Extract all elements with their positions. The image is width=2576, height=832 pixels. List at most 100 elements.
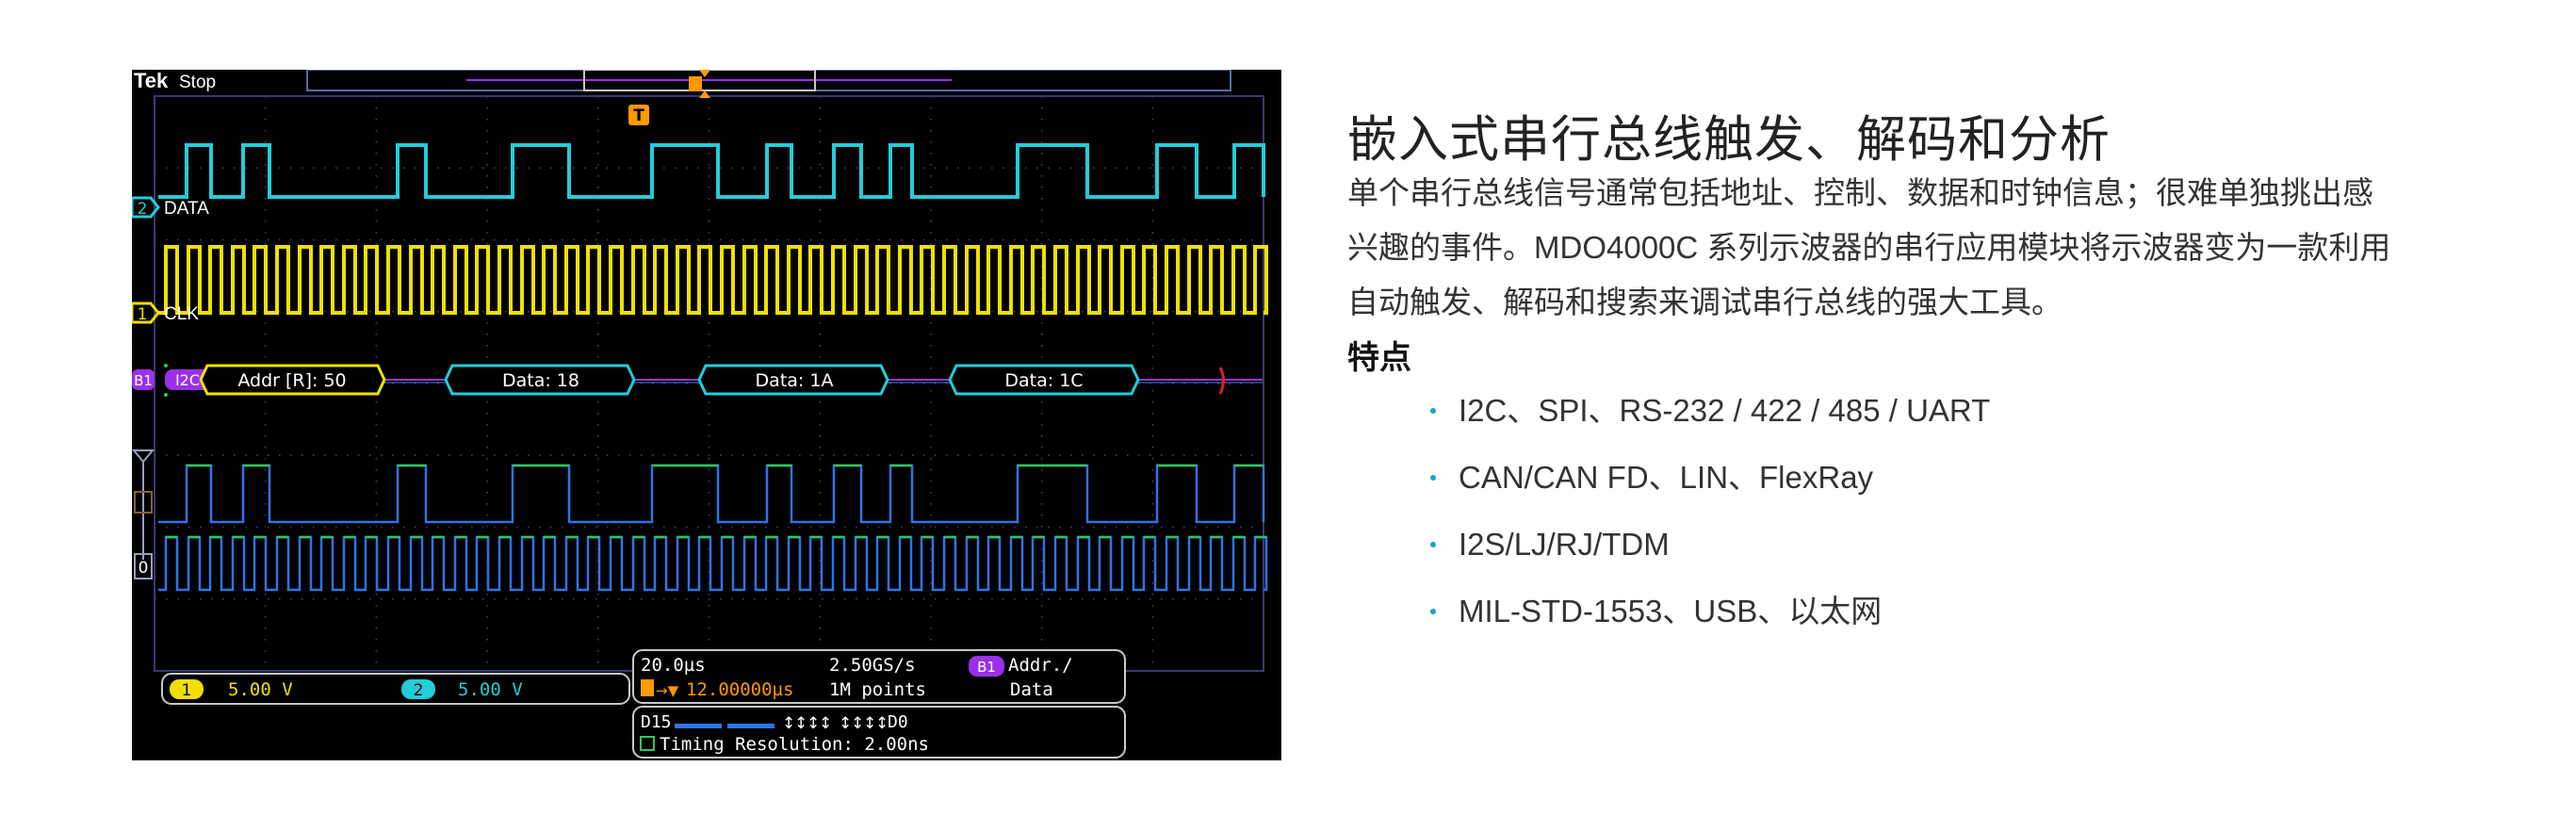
decode-packet-data-3[interactable] bbox=[948, 364, 1140, 396]
grid-dot bbox=[1127, 310, 1129, 313]
ch1-marker[interactable] bbox=[132, 302, 160, 324]
grid-dot bbox=[1149, 454, 1151, 457]
grid-dot bbox=[663, 597, 665, 600]
feature-item: MIL-STD-1553、USB、以太网 bbox=[1430, 583, 1990, 650]
grid-dot bbox=[1172, 597, 1174, 600]
grid-dot bbox=[486, 628, 488, 629]
grid-dot bbox=[597, 661, 599, 663]
record-trigger-marker-bottom bbox=[699, 90, 710, 98]
grid-dot bbox=[375, 435, 378, 437]
grid-dot bbox=[930, 141, 932, 143]
grid-dot bbox=[822, 526, 823, 529]
decode-packet-data-2[interactable] bbox=[697, 364, 889, 396]
grid-dot bbox=[930, 345, 932, 347]
grid-dot bbox=[222, 526, 224, 529]
grid-dot bbox=[486, 639, 488, 641]
grid-dot bbox=[1059, 238, 1061, 241]
grid-dot bbox=[486, 435, 488, 437]
decode-packet-address[interactable] bbox=[199, 364, 386, 396]
digital-group-marker[interactable] bbox=[132, 449, 155, 464]
grid-dot bbox=[426, 597, 428, 600]
grid-dot bbox=[819, 503, 821, 505]
grid-dot bbox=[264, 469, 267, 471]
digital-panel[interactable] bbox=[632, 706, 1126, 759]
grid-dot bbox=[528, 526, 530, 529]
grid-dot bbox=[754, 167, 756, 170]
grid-dot bbox=[268, 454, 269, 457]
grid-dot bbox=[482, 526, 484, 529]
grid-dot bbox=[819, 447, 821, 449]
grid-dot bbox=[708, 469, 710, 471]
grid-dot bbox=[1138, 238, 1140, 241]
grid-dot bbox=[264, 447, 267, 449]
grid-dot bbox=[819, 153, 821, 155]
trigger-position: 12.00000µs bbox=[686, 679, 793, 700]
grid-dot bbox=[335, 597, 337, 600]
grid-dot bbox=[324, 167, 326, 170]
digital-ch0-marker[interactable] bbox=[134, 553, 153, 579]
grid-dot bbox=[264, 424, 267, 426]
grid-dot bbox=[335, 526, 337, 529]
grid-dot bbox=[708, 243, 710, 245]
grid-dot bbox=[1104, 526, 1106, 529]
grid-dot bbox=[935, 454, 937, 457]
ch2-marker[interactable] bbox=[132, 196, 160, 219]
grid-dot bbox=[708, 334, 710, 335]
grid-dot bbox=[505, 526, 507, 529]
grid-dot bbox=[1048, 454, 1050, 457]
start-indicator bbox=[164, 364, 168, 367]
grid-dot bbox=[375, 334, 378, 335]
grid-dot bbox=[1025, 526, 1027, 529]
grid-dot bbox=[211, 238, 213, 241]
grid-dot bbox=[264, 492, 267, 494]
grid-dot bbox=[375, 141, 378, 143]
grid-dot bbox=[901, 383, 903, 384]
grid-dot bbox=[912, 597, 914, 600]
grid-dot bbox=[1263, 454, 1264, 457]
grid-dot bbox=[1183, 526, 1185, 529]
decode-packet-data-1[interactable] bbox=[444, 364, 636, 396]
grid-dot bbox=[1240, 310, 1242, 313]
grid-dot bbox=[788, 167, 790, 170]
grid-dot bbox=[264, 334, 267, 335]
digital-ch0-label: 0 bbox=[139, 559, 149, 578]
grid-dot bbox=[597, 153, 599, 155]
grid-dot bbox=[1151, 334, 1154, 335]
decode-packet-data-3-text: Data: 1C bbox=[1004, 370, 1083, 391]
grid-dot bbox=[486, 514, 488, 516]
grid-dot bbox=[482, 454, 484, 457]
grid-dot bbox=[486, 605, 488, 607]
grid-dot bbox=[1059, 310, 1061, 313]
grid-dot bbox=[597, 232, 599, 234]
grid-dot bbox=[597, 220, 599, 222]
grid-dot bbox=[1040, 605, 1043, 607]
grid-dot bbox=[776, 597, 778, 600]
grid-dot bbox=[930, 447, 932, 449]
grid-dot bbox=[302, 167, 303, 170]
grid-dot bbox=[930, 209, 932, 211]
grid-dot bbox=[264, 119, 267, 121]
grid-dot bbox=[708, 628, 710, 629]
grid-dot bbox=[686, 597, 688, 600]
grid-dot bbox=[375, 605, 378, 607]
channel-scale-panel[interactable] bbox=[161, 673, 630, 705]
grid-dot bbox=[1195, 454, 1197, 457]
grid-dot bbox=[776, 526, 778, 529]
grid-dot bbox=[562, 526, 563, 529]
ch2-marker-number: 2 bbox=[138, 200, 148, 219]
grid-dot bbox=[1149, 167, 1151, 170]
grid-dot bbox=[486, 322, 488, 324]
grid-dot bbox=[437, 526, 439, 529]
grid-dot bbox=[426, 383, 428, 384]
feature-item: I2S/LJ/RJ/TDM bbox=[1430, 516, 1990, 583]
grid-dot bbox=[618, 526, 620, 529]
grid-dot bbox=[930, 367, 932, 369]
digital-ch1-marker[interactable] bbox=[134, 491, 153, 514]
grid-dot bbox=[675, 167, 677, 170]
grid-dot bbox=[819, 164, 821, 166]
grid-dot bbox=[1151, 435, 1154, 437]
bus-marker[interactable] bbox=[132, 369, 155, 390]
grid-dot bbox=[264, 243, 267, 245]
grid-dot bbox=[264, 661, 267, 663]
grid-dot bbox=[177, 526, 179, 529]
